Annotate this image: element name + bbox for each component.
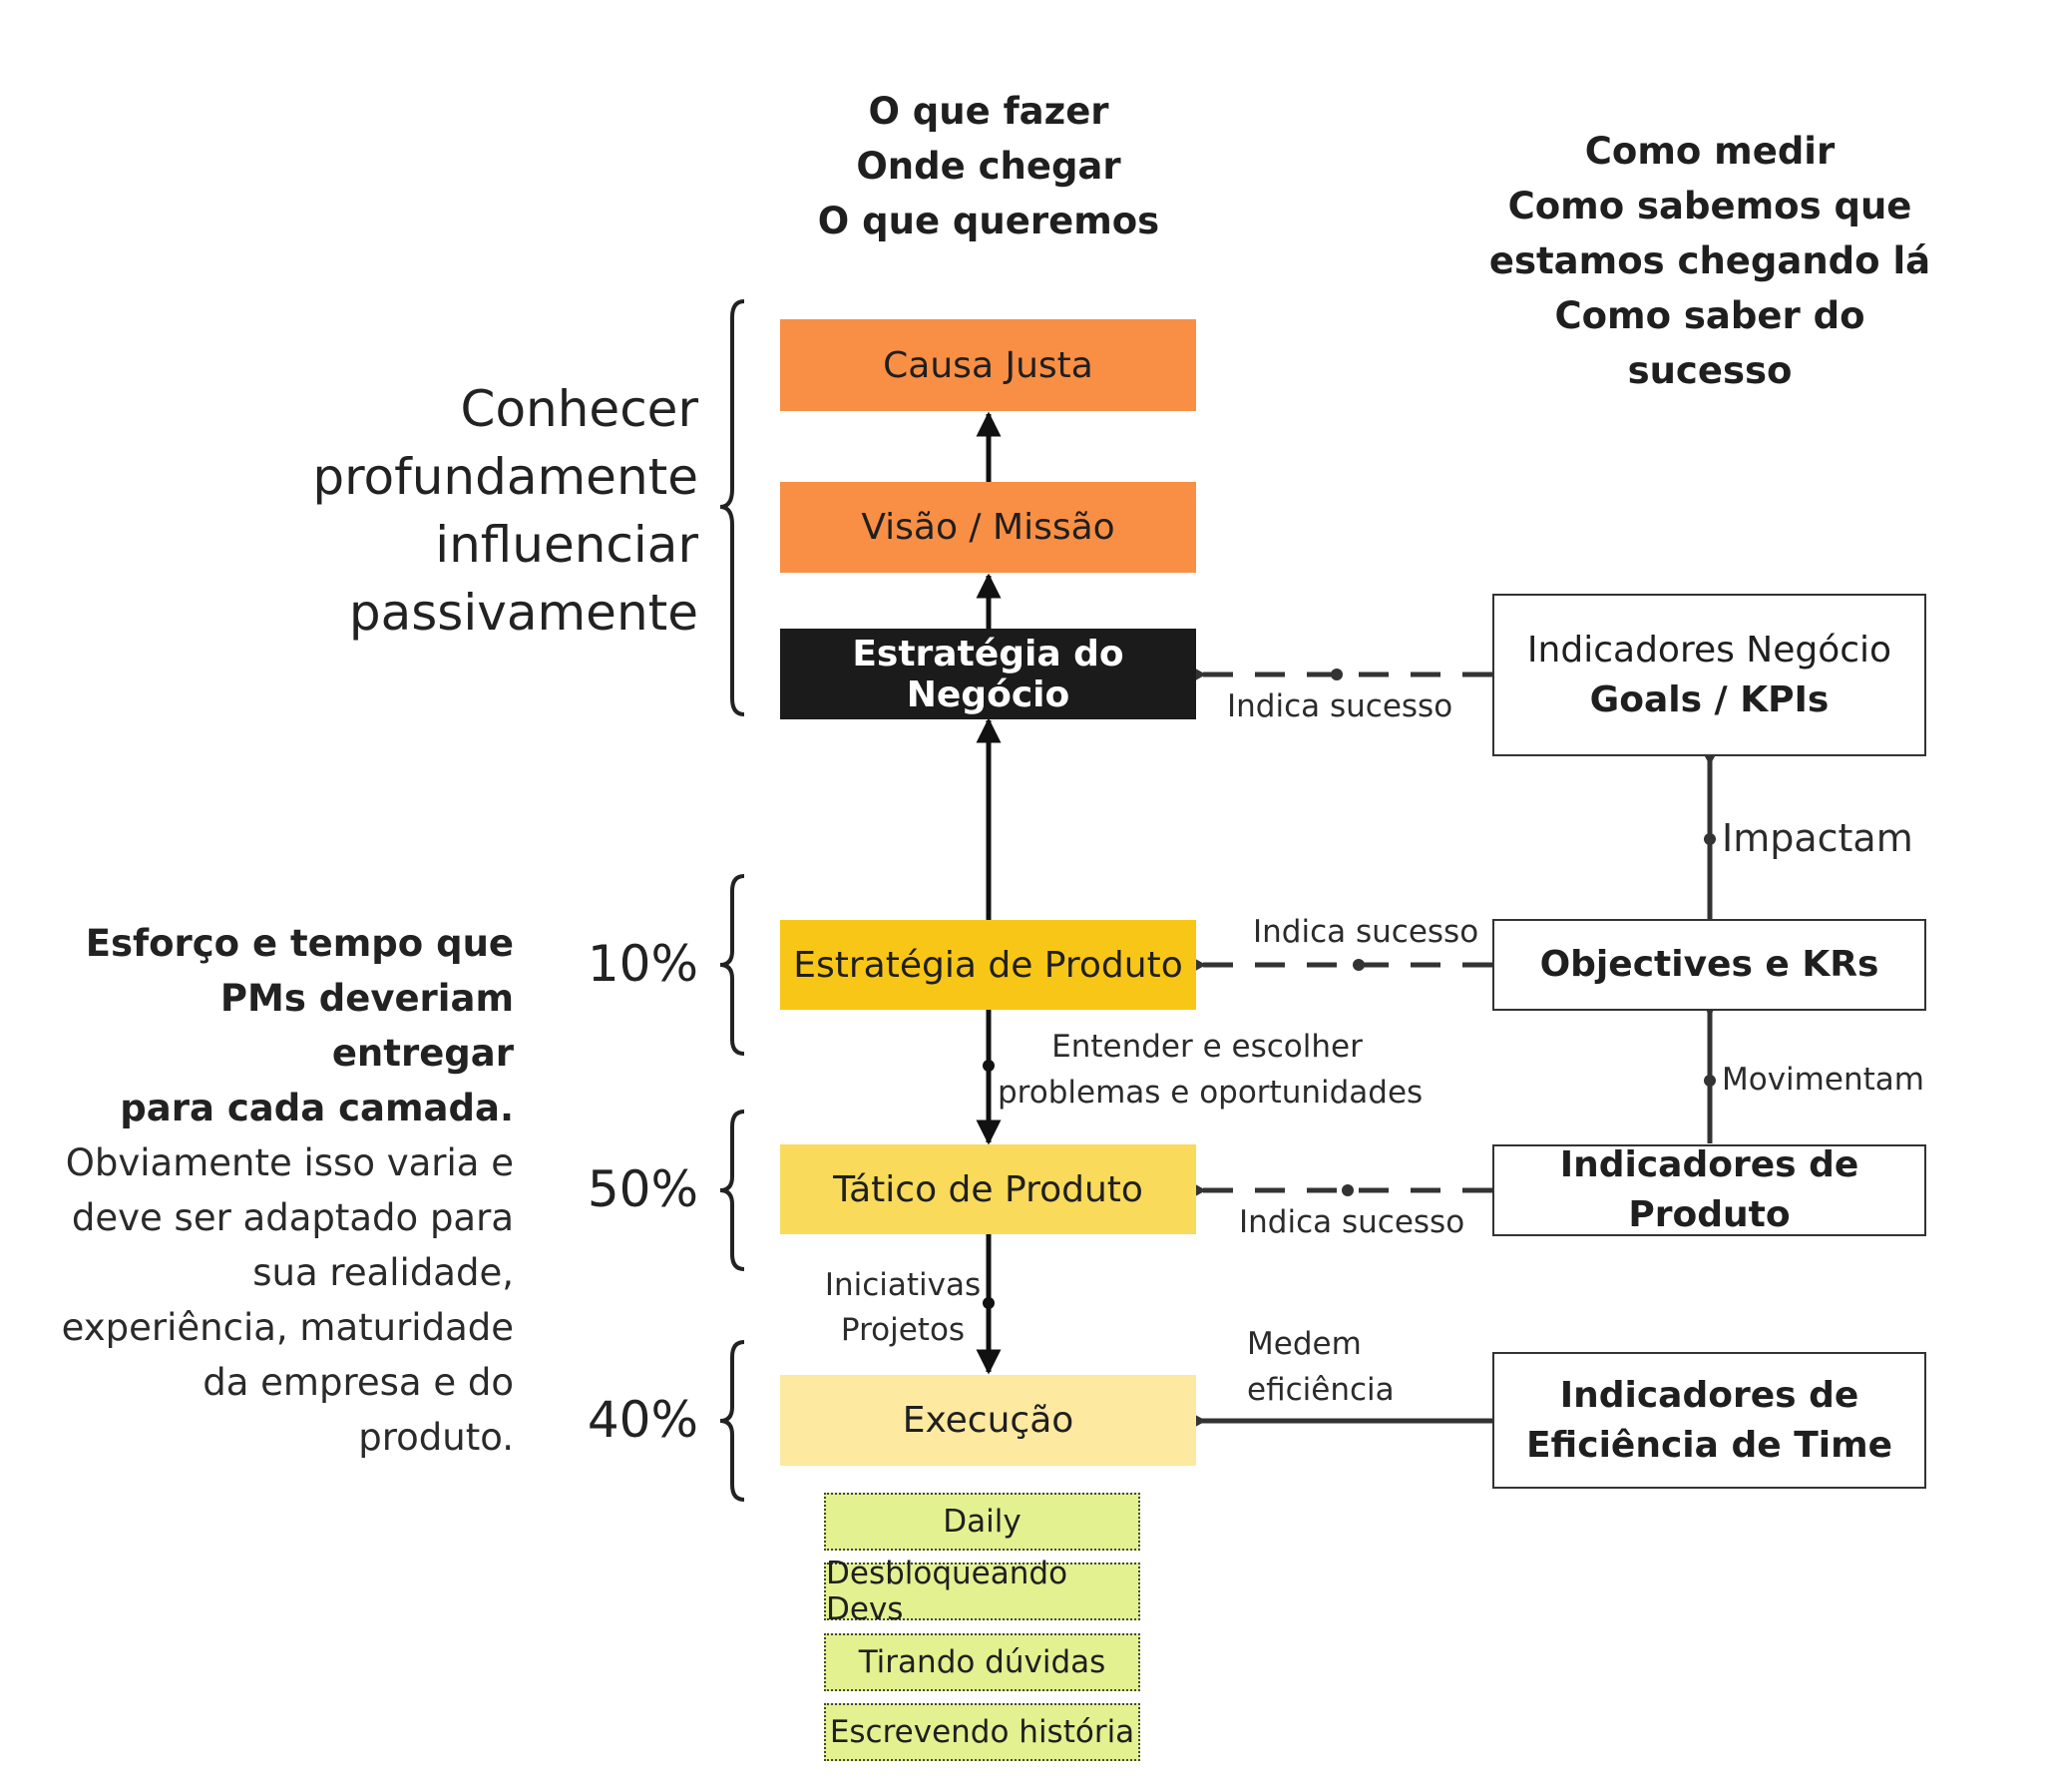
heading-what-line: O que queremos [817,200,1160,242]
indicadores-eficiencia-box: Indicadores de Eficiência de Time [1492,1352,1926,1489]
edge-label-indica-sucesso: Indica sucesso [1239,1204,1465,1240]
note-effort-line: PMs deveriam entregar [219,977,514,1075]
edge-label-entender-line: Entender e escolher [1051,1029,1363,1065]
note-top: Conhecer profundamente influenciar passi… [239,375,698,647]
indicadores-produto-label: Indicadores de Produto [1559,1144,1859,1235]
brace-50 [719,1110,745,1271]
note-caveat-line: da empresa e do [203,1361,514,1404]
note-caveat-line: Obviamente isso varia e [65,1141,514,1184]
layer-estrategia-produto: Estratégia de Produto [780,920,1196,1010]
indicadores-negocio-goals: Goals / KPIs [1589,678,1830,720]
edge-label-impactam: Impactam [1722,816,1913,860]
objectives-krs-label: Objectives e KRs [1539,944,1879,985]
layer-execucao: Execução [780,1375,1196,1466]
note-caveat: Obviamente isso varia e deve ser adaptad… [40,1135,514,1465]
note-caveat-line: deve ser adaptado para [71,1196,514,1239]
brace-10 [719,874,745,1056]
exec-item-daily: Daily [824,1493,1140,1551]
layer-causa-justa: Causa Justa [780,319,1196,411]
layer-estrategia-negocio: Estratégia do Negócio [780,629,1196,719]
heading-what: O que fazer Onde chegar O que queremos [789,84,1188,248]
heading-what-line: Onde chegar [856,145,1121,188]
note-top-line: Conhecer [460,380,698,438]
indicadores-negocio-box: Indicadores Negócio Goals / KPIs [1492,594,1926,756]
heading-measure-line: Como saber do sucesso [1554,294,1865,392]
heading-measure-line: Como medir [1584,130,1836,173]
note-caveat-line: sua realidade, [252,1251,514,1294]
heading-measure: Como medir Como sabemos que estamos cheg… [1470,124,1949,398]
note-caveat-line: produto. [358,1416,514,1459]
indicadores-negocio-title: Indicadores Negócio [1526,629,1892,671]
edge-label-iniciativas-line: Iniciativas [824,1267,982,1303]
edge-label-indica-sucesso: Indica sucesso [1253,914,1479,950]
exec-item-tirando-duvidas: Tirando dúvidas [824,1633,1140,1691]
exec-item-escrevendo: Escrevendo história [824,1703,1140,1761]
note-effort-line: para cada camada. [120,1087,514,1129]
layer-visao-missao: Visão / Missão [780,482,1196,573]
edge-label-medem-line: eficiência [1247,1372,1395,1408]
note-top-line: influenciar [435,516,698,574]
edge-label-medem: Medem eficiência [1247,1321,1395,1413]
indicadores-produto-box: Indicadores de Produto [1492,1144,1926,1236]
edge-label-iniciativas-line: Projetos [840,1312,966,1348]
heading-measure-line: Como sabemos que [1507,185,1912,227]
brace-top [719,299,745,716]
indicadores-eficiencia-line: Indicadores de [1559,1374,1859,1416]
edge-label-iniciativas: Iniciativas Projetos [813,1263,993,1353]
heading-what-line: O que fazer [868,90,1109,133]
note-top-line: passivamente [348,584,698,642]
edge-label-entender: Entender e escolher problemas e oportuni… [998,1024,1424,1116]
exec-item-desbloqueando: Desbloqueando Devs [824,1556,1140,1627]
heading-measure-line: estamos chegando lá [1488,239,1931,282]
edge-label-movimentam: Movimentam [1722,1062,1924,1098]
pct-estrategia-produto: 10% [587,935,698,993]
note-caveat-line: experiência, maturidade [61,1306,514,1349]
note-effort-line: Esforço e tempo que [85,922,514,965]
edge-label-medem-line: Medem [1247,1326,1362,1362]
brace-40 [719,1340,745,1502]
note-effort: Esforço e tempo que PMs deveriam entrega… [40,916,514,1135]
edge-label-indica-sucesso: Indica sucesso [1227,688,1453,724]
pct-execucao: 40% [587,1391,698,1449]
layer-tatico-produto: Tático de Produto [780,1144,1196,1234]
edge-label-entender-line: problemas e oportunidades [998,1075,1424,1111]
pct-tatico: 50% [587,1160,698,1218]
indicadores-eficiencia-line: Eficiência de Time [1525,1424,1893,1466]
objectives-krs-box: Objectives e KRs [1492,919,1926,1011]
note-top-line: profundamente [312,448,698,506]
